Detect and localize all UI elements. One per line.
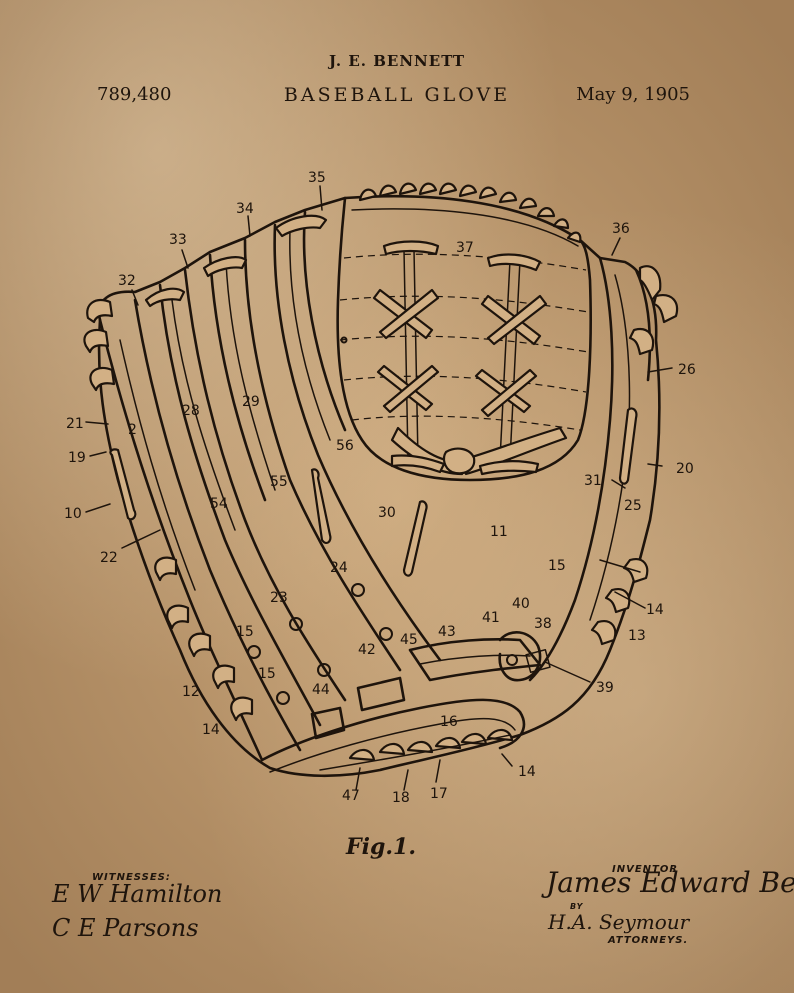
ref-15-c: 15: [258, 666, 276, 682]
ref-22: 22: [100, 550, 118, 566]
ref-45: 45: [400, 632, 418, 648]
ref-15-b: 15: [548, 558, 566, 574]
witness-signature-2: C E Parsons: [52, 914, 199, 942]
patent-number: 789,480: [97, 84, 172, 105]
ref-40: 40: [512, 596, 530, 612]
ref-33: 33: [169, 232, 187, 248]
ref-35: 35: [308, 170, 326, 186]
inventor-name: J. E. BENNETT: [328, 52, 465, 70]
ref-44: 44: [312, 682, 330, 698]
inventor-signature: James Edward Bennett: [546, 866, 794, 899]
ref-32: 32: [118, 273, 136, 289]
patent-date: May 9, 1905: [576, 84, 690, 105]
ref-21: 21: [66, 416, 84, 432]
ref-14-c: 14: [518, 764, 536, 780]
patent-title: BASEBALL GLOVE: [283, 84, 511, 106]
ref-55: 55: [270, 474, 288, 490]
ref-25: 25: [624, 498, 642, 514]
attorneys-label: ATTORNEYS.: [608, 935, 689, 946]
ref-14-b: 14: [202, 722, 220, 738]
ref-11: 11: [490, 524, 508, 540]
ref-36: 36: [612, 221, 630, 237]
ref-19: 19: [68, 450, 86, 466]
ref-26: 26: [678, 362, 696, 378]
glove-palm-details: [85, 185, 673, 791]
ref-17: 17: [430, 786, 448, 802]
ref-34: 34: [236, 201, 254, 217]
glove-outline: [83, 194, 679, 778]
ref-18: 18: [392, 790, 410, 806]
ref-28: 28: [182, 403, 200, 419]
ref-16: 16: [440, 714, 458, 730]
by-label: BY: [570, 902, 584, 911]
witnesses-label: WITNESSES:: [92, 872, 171, 883]
ref-24: 24: [330, 560, 348, 576]
ref-12: 12: [182, 684, 200, 700]
witness-signature-1: E W Hamilton: [52, 880, 223, 908]
figure-label: Fig.1.: [346, 834, 416, 860]
ref-42: 42: [358, 642, 376, 658]
ref-47: 47: [342, 788, 360, 804]
ref-2: 2: [128, 422, 137, 438]
ref-38: 38: [534, 616, 552, 632]
glove-web: [336, 182, 592, 482]
inventor-label: INVENTOR: [612, 864, 679, 875]
ref-20: 20: [676, 461, 694, 477]
ref-43: 43: [438, 624, 456, 640]
ref-31: 31: [584, 473, 602, 489]
ref-37: 37: [456, 240, 474, 256]
attorney-signature: H.A. Seymour: [548, 910, 690, 934]
ref-14-a: 14: [646, 602, 664, 618]
ref-39: 39: [596, 680, 614, 696]
ref-13: 13: [628, 628, 646, 644]
ref-23: 23: [270, 590, 288, 606]
ref-56: 56: [336, 438, 354, 454]
ref-29: 29: [242, 394, 260, 410]
ref-54: 54: [210, 496, 228, 512]
ref-10: 10: [64, 506, 82, 522]
ref-15-a: 15: [236, 624, 254, 640]
ref-30: 30: [378, 505, 396, 521]
reference-numerals: 35 34 33 32 21 19 10 22 2 28 29 54 55 56…: [64, 170, 696, 806]
ref-41: 41: [482, 610, 500, 626]
